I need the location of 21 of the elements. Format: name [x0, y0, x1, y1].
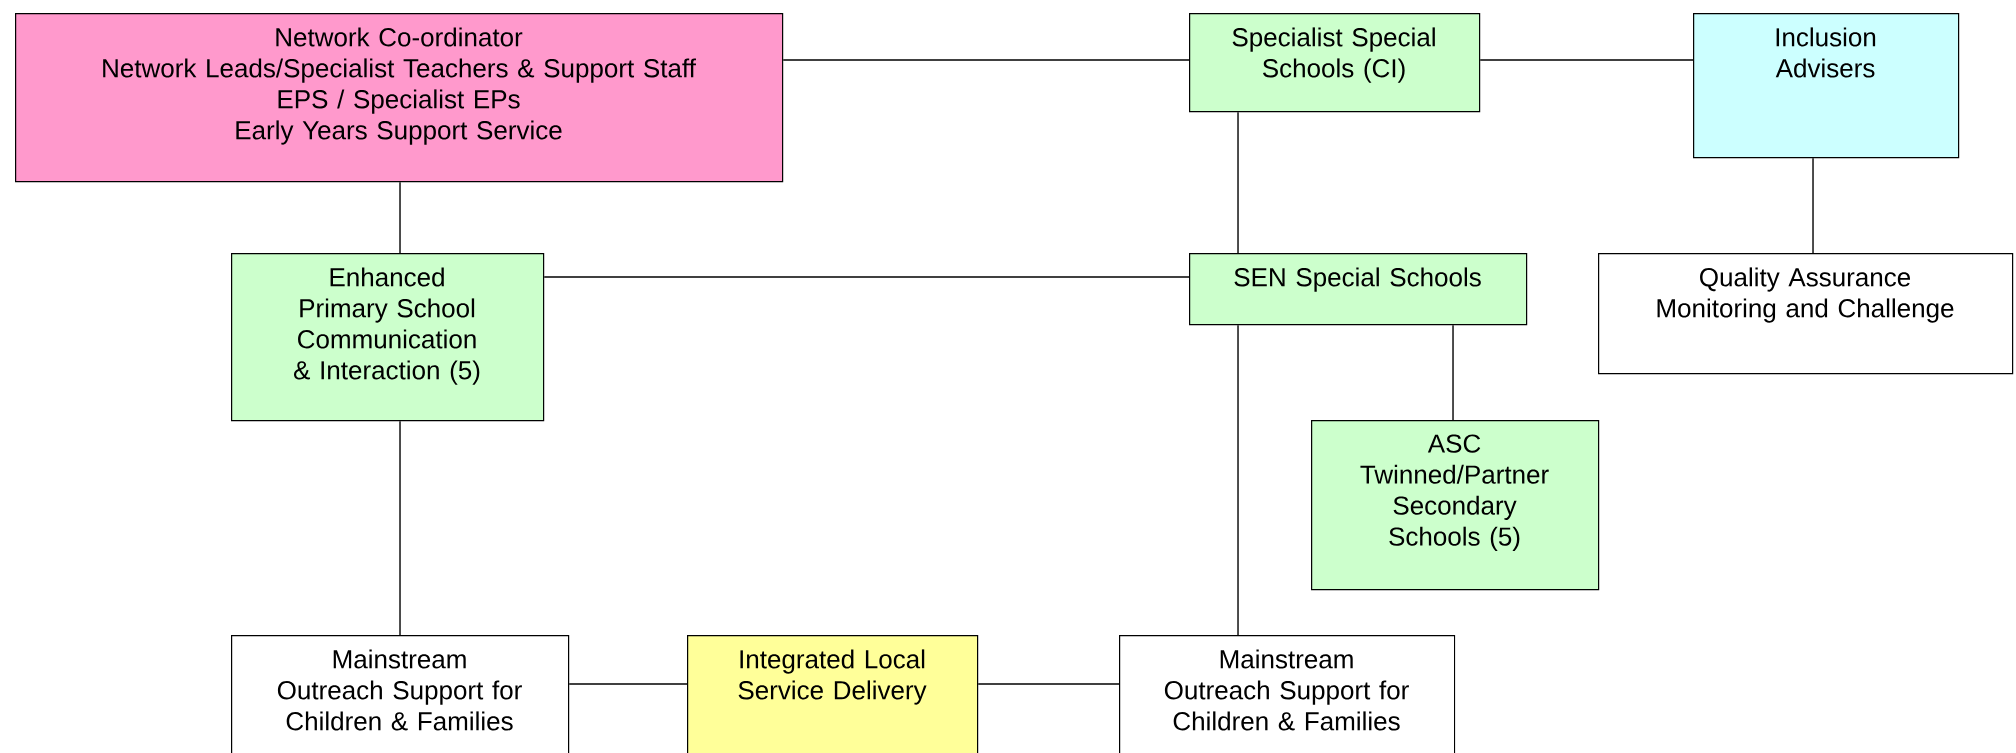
connector-line [1812, 157, 1814, 254]
connector-line [1237, 324, 1239, 636]
org-box: Mainstream Outreach Support for Children & Families [231, 635, 570, 753]
org-box: Specialist Special Schools (CI) [1189, 13, 1481, 113]
connector-line [543, 276, 1190, 278]
org-box: ASC Twinned/Partner Secondary Schools (5) [1311, 420, 1600, 591]
connector-line [399, 181, 401, 254]
connector-line [1452, 324, 1454, 421]
connector-line [977, 683, 1120, 685]
org-box: SEN Special Schools [1189, 253, 1528, 326]
org-box: Network Co-ordinator Network Leads/Specialist Teachers & Support Staff EPS / Specialist EPs Early Years Support Service [15, 13, 784, 183]
connector-line [782, 59, 1190, 61]
org-box: Quality Assurance Monitoring and Challenge [1598, 253, 2014, 375]
connector-line [568, 683, 688, 685]
connector-line [1237, 111, 1239, 254]
connector-line [399, 420, 401, 636]
org-box: Mainstream Outreach Support for Children & Families [1119, 635, 1456, 753]
org-box: Enhanced Primary School Communication & Interaction (5) [231, 253, 545, 422]
org-box: Integrated Local Service Delivery [687, 635, 979, 753]
org-box: Inclusion Advisers [1693, 13, 1960, 159]
connector-line [1479, 59, 1694, 61]
